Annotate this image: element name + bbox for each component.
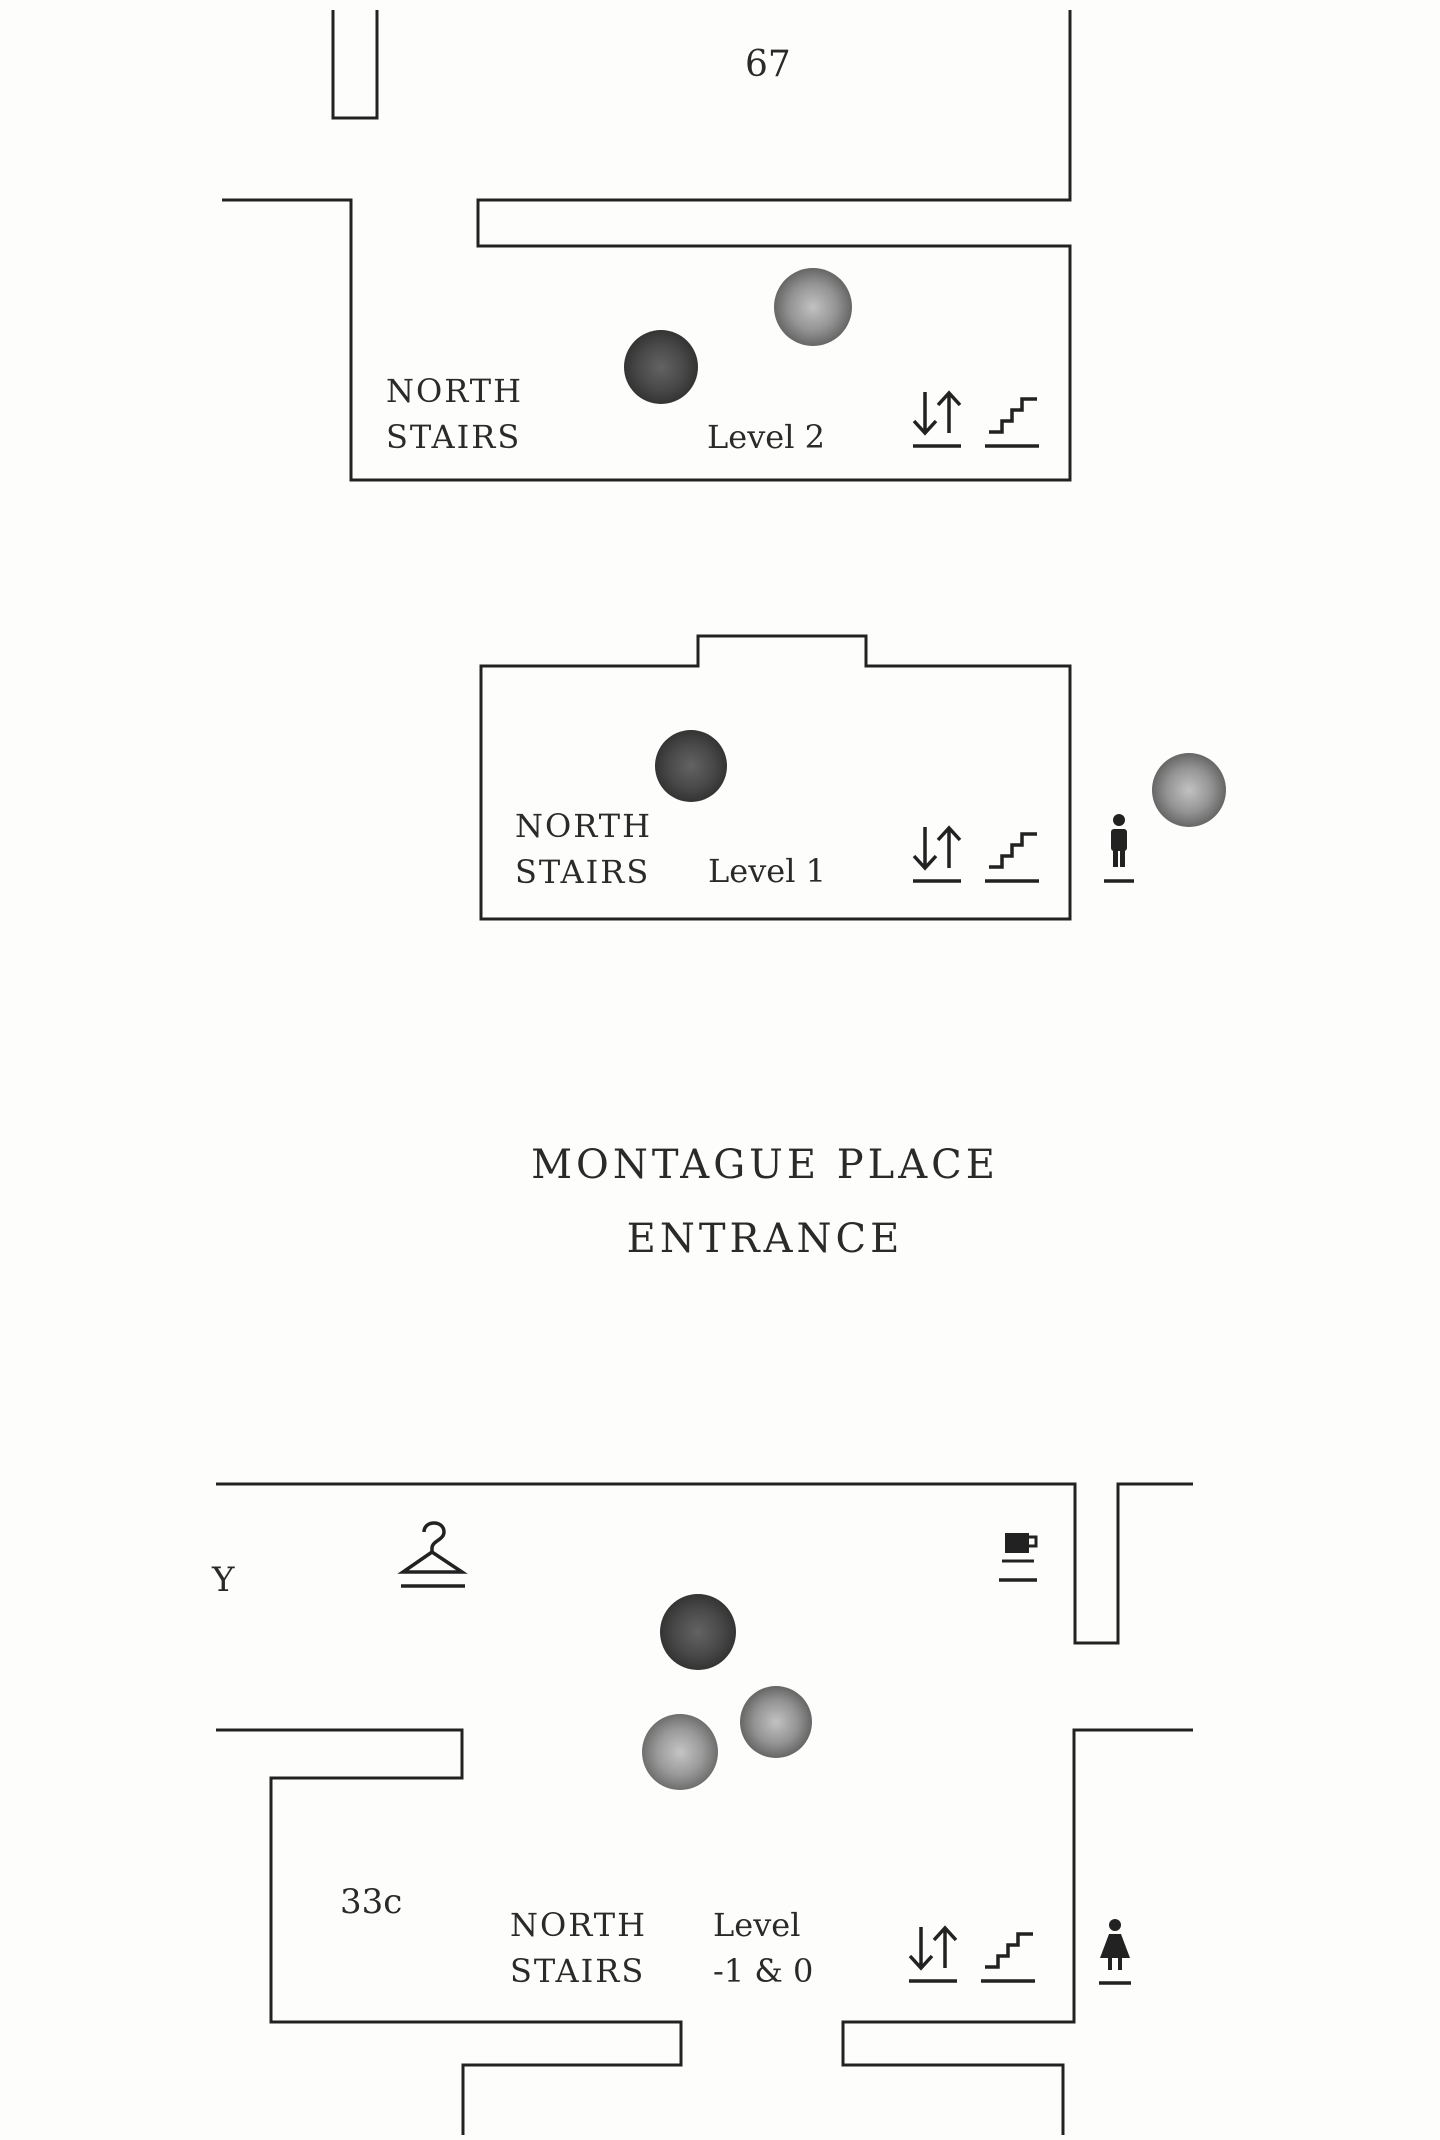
- lift-icon: [911, 825, 963, 883]
- ink-stamp-mark: [624, 330, 698, 404]
- lift-icon: [911, 390, 963, 448]
- plan-level-minus1-0: [216, 1482, 1193, 2135]
- stairs-icon: [979, 1932, 1037, 1983]
- wall: [479, 634, 1072, 921]
- ink-stamp-marks: [624, 268, 1226, 1790]
- ink-stamp-mark: [740, 1686, 812, 1758]
- cafe-icon: [999, 1533, 1038, 1582]
- womens-toilet-icon: [1099, 1919, 1131, 1985]
- ink-stamp-mark: [774, 268, 852, 346]
- north-stairs-label-level-2: NORTH STAIRS: [386, 368, 523, 460]
- ink-stamp-mark: [660, 1594, 736, 1670]
- wall: [331, 10, 379, 120]
- ink-stamp-mark: [1152, 753, 1226, 827]
- cloakroom-icon: [397, 1521, 468, 1588]
- ink-stamp-mark: [642, 1714, 718, 1790]
- room-67-label: 67: [745, 44, 791, 85]
- plan-level-1: [479, 634, 1072, 921]
- level-line1: Level: [713, 1906, 801, 1944]
- entrance-title-line2: ENTRANCE: [626, 1216, 904, 1262]
- stairs-name-line1: NORTH: [515, 807, 653, 845]
- wall: [222, 10, 1072, 482]
- level-minus1-0-label: Level -1 & 0: [713, 1902, 813, 1994]
- room-33c-label: 33c: [340, 1882, 403, 1922]
- level-1-label: Level 1: [708, 852, 826, 890]
- stairs-icon: [983, 397, 1041, 448]
- stairs-name-line2: STAIRS: [510, 1952, 646, 1990]
- stairs-name-line1: NORTH: [386, 372, 524, 410]
- wall: [841, 1728, 1193, 2135]
- mens-toilet-icon: [1104, 814, 1134, 883]
- wall: [216, 1728, 683, 2135]
- stairs-name-line1: NORTH: [510, 1906, 648, 1944]
- level-2-label: Level 2: [707, 418, 825, 456]
- north-stairs-label-level-minus1-0: NORTH STAIRS: [510, 1902, 647, 1994]
- stairs-icon: [983, 832, 1041, 883]
- wall: [216, 1482, 1193, 1645]
- plan-level-2: [222, 10, 1072, 482]
- ink-stamp-mark: [655, 730, 727, 802]
- partial-room-label: Y: [212, 1560, 235, 1600]
- stairs-name-line2: STAIRS: [386, 418, 522, 456]
- lift-icon: [907, 1925, 959, 1983]
- stairs-name-line2: STAIRS: [515, 853, 651, 891]
- level-line2: -1 & 0: [713, 1952, 814, 1990]
- north-stairs-label-level-1: NORTH STAIRS: [515, 803, 652, 895]
- entrance-title-line1: MONTAGUE PLACE: [531, 1142, 999, 1188]
